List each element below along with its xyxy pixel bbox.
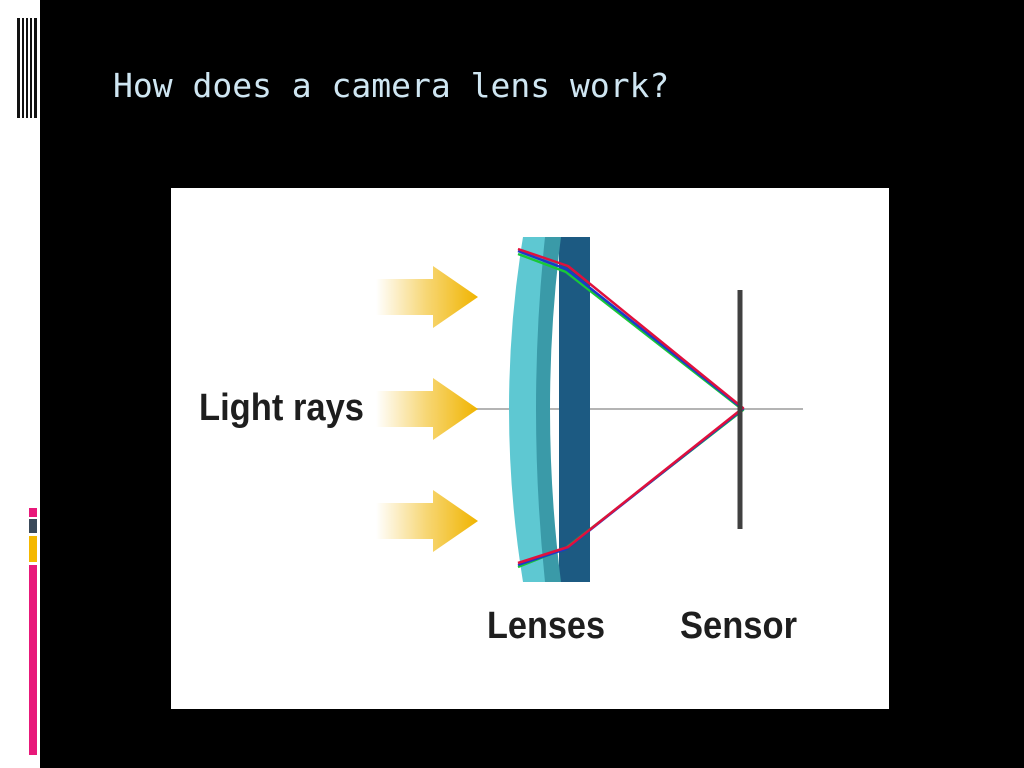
diagram-svg: Light rays Lenses Sensor bbox=[199, 237, 803, 647]
decor-line bbox=[26, 18, 28, 118]
accent-slate bbox=[29, 519, 37, 533]
decor-line bbox=[34, 18, 37, 118]
left-decor-strip bbox=[0, 0, 40, 768]
sensor-label: Sensor bbox=[680, 605, 797, 647]
lens-dark-element bbox=[559, 237, 590, 582]
light-arrow bbox=[376, 490, 478, 552]
slide-title: How does a camera lens work? bbox=[113, 66, 670, 105]
accent-pink-tall bbox=[29, 565, 37, 755]
accent-pink-small bbox=[29, 508, 37, 517]
light-arrow bbox=[376, 266, 478, 328]
decor-line bbox=[17, 18, 20, 118]
camera-lens-diagram: Light rays Lenses Sensor bbox=[171, 188, 889, 709]
lens-group bbox=[509, 237, 590, 582]
light-ray-paths bbox=[517, 247, 745, 569]
light-rays-label: Light rays bbox=[199, 387, 364, 429]
decor-line bbox=[30, 18, 32, 118]
lenses-label: Lenses bbox=[487, 605, 605, 647]
light-arrow bbox=[376, 378, 478, 440]
accent-yellow bbox=[29, 536, 37, 562]
lens-light-element bbox=[509, 237, 545, 582]
decor-line bbox=[22, 18, 24, 118]
